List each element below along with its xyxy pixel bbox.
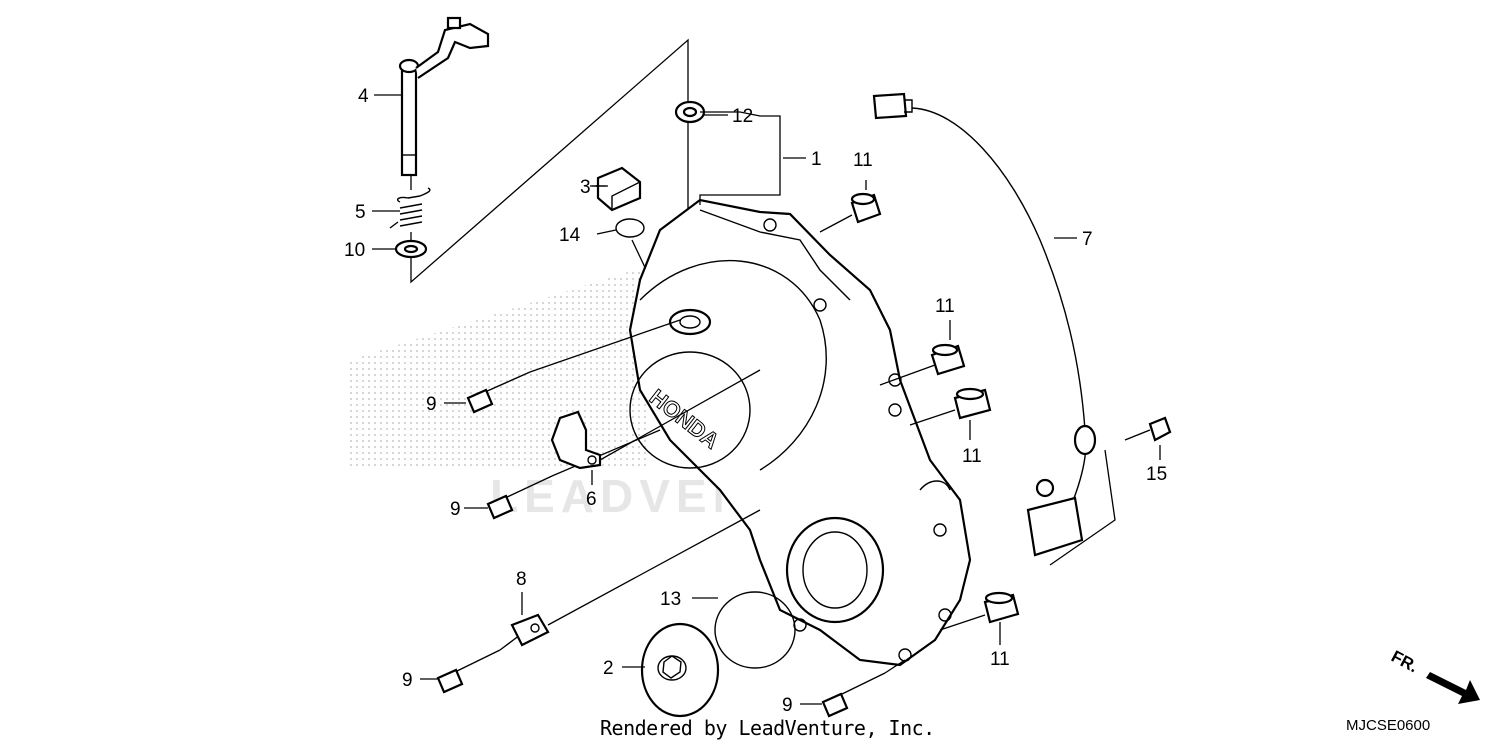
part-10-washer[interactable] [394,239,428,259]
part-1-crankcase-cover[interactable]: HONDA [628,198,972,667]
diagram-code: MJCSE0600 [1346,717,1431,734]
callout-6: 6 [586,489,597,510]
front-arrow-icon [1426,672,1480,704]
callout-11-c: 11 [962,446,982,467]
part-9-bolt-b[interactable] [486,475,553,520]
part-5-spring[interactable] [389,187,431,229]
part-4-bracket[interactable] [398,16,490,177]
part-11-dowel-c[interactable] [953,387,992,420]
part-9-bolt-c[interactable] [436,649,501,694]
callout-9-a: 9 [426,394,437,415]
callout-5: 5 [355,202,366,223]
callout-9-c: 9 [402,670,413,691]
callout-12: 12 [732,106,753,127]
callout-8: 8 [516,569,527,590]
callout-7: 7 [1082,229,1093,250]
part-11-dowel-b[interactable] [930,343,966,376]
callout-4: 4 [358,86,369,107]
part-9-bolt-a[interactable] [466,371,531,414]
callout-11-b: 11 [935,296,955,317]
part-11-dowel-a[interactable] [850,192,882,224]
callout-15: 15 [1146,464,1167,485]
part-13-o-ring[interactable] [714,591,796,669]
direction-label: FR. [1388,647,1421,677]
part-9-bolt-d[interactable] [821,672,886,718]
part-3-oil-cap[interactable] [596,166,642,212]
render-credit: Rendered by LeadVenture, Inc. [600,716,935,740]
part-15-bolt[interactable] [1124,416,1172,442]
front-direction-indicator: FR. [1388,647,1480,704]
callout-9-d: 9 [782,695,793,716]
part-11-dowel-d[interactable] [983,591,1020,624]
callout-2: 2 [603,658,614,679]
callout-14: 14 [559,225,581,246]
callout-3: 3 [580,177,591,198]
part-6-clamp[interactable] [550,410,602,470]
callout-13: 13 [660,589,681,610]
callout-11-a: 11 [853,150,873,171]
part-12-seal[interactable] [674,100,706,124]
part-2-plug-cap[interactable] [640,622,720,718]
callout-10: 10 [344,240,365,261]
part-14-o-ring[interactable] [615,218,645,238]
callout-9-b: 9 [450,499,461,520]
callout-1: 1 [811,149,822,170]
watermark-dotted-wing [350,265,650,470]
callout-11-d: 11 [990,649,1010,670]
part-7-sensor-harness[interactable] [872,92,1097,557]
part-8-guide[interactable] [510,613,550,647]
